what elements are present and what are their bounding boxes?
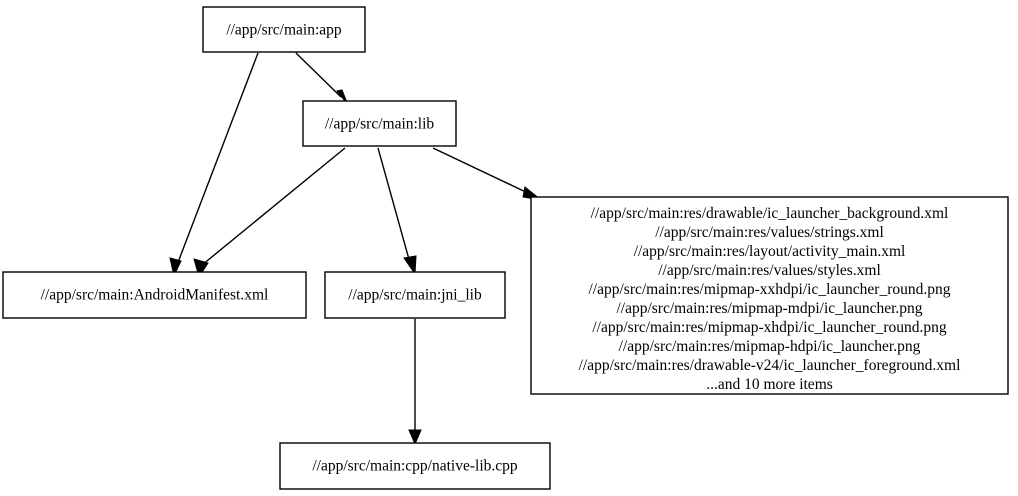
resources-line-8: //app/src/main:res/mipmap-hdpi/ic_launch… bbox=[619, 338, 921, 355]
node-native-lib-cpp[interactable]: //app/src/main:cpp/native-lib.cpp bbox=[279, 442, 551, 490]
node-app[interactable]: //app/src/main:app bbox=[202, 6, 366, 53]
node-android-manifest[interactable]: //app/src/main:AndroidManifest.xml bbox=[2, 271, 307, 319]
edge-app-to-manifest bbox=[169, 52, 259, 278]
resources-line-7: //app/src/main:res/mipmap-xhdpi/ic_launc… bbox=[592, 319, 947, 336]
resources-line-5: //app/src/main:res/mipmap-xxhdpi/ic_laun… bbox=[588, 281, 950, 298]
resources-line-1: //app/src/main:res/drawable/ic_launcher_… bbox=[591, 205, 949, 222]
node-jni-lib[interactable]: //app/src/main:jni_lib bbox=[324, 271, 506, 319]
resources-line-3: //app/src/main:res/layout/activity_main.… bbox=[634, 243, 906, 260]
resources-line-4: //app/src/main:res/values/styles.xml bbox=[658, 262, 881, 279]
resources-line-6: //app/src/main:res/mipmap-mdpi/ic_launch… bbox=[616, 300, 922, 317]
edge-lib-to-resources bbox=[432, 147, 543, 201]
node-native-lib-cpp-label: //app/src/main:cpp/native-lib.cpp bbox=[312, 458, 518, 475]
node-android-manifest-label: //app/src/main:AndroidManifest.xml bbox=[41, 287, 269, 304]
edge-jni_lib-to-native_lib_cpp bbox=[408, 319, 422, 446]
resources-line-2: //app/src/main:res/values/strings.xml bbox=[655, 224, 884, 241]
node-jni-lib-label: //app/src/main:jni_lib bbox=[348, 287, 482, 304]
edge-lib-to-jni_lib bbox=[377, 147, 417, 276]
resources-line-10-more-items: ...and 10 more items bbox=[706, 376, 833, 393]
node-lib-label: //app/src/main:lib bbox=[325, 116, 435, 133]
node-lib[interactable]: //app/src/main:lib bbox=[302, 100, 457, 147]
node-resources-group[interactable]: //app/src/main:res/drawable/ic_launcher_… bbox=[530, 196, 1009, 395]
edge-app-to-lib bbox=[295, 52, 349, 106]
resources-line-9: //app/src/main:res/drawable-v24/ic_launc… bbox=[579, 357, 961, 374]
node-app-label: //app/src/main:app bbox=[226, 22, 342, 39]
edge-lib-to-manifest bbox=[193, 147, 346, 279]
